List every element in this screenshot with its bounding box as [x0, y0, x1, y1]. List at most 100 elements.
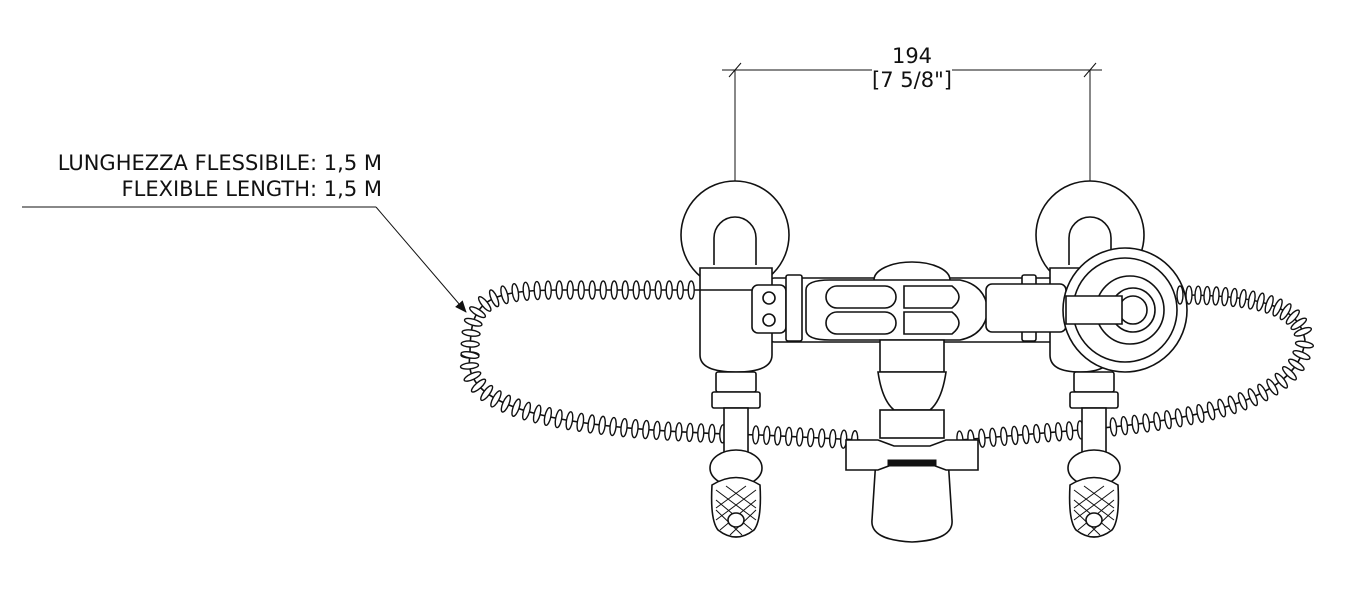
hose-rib — [610, 280, 618, 300]
hose-rib — [1206, 401, 1216, 421]
hose-rib — [1264, 295, 1274, 314]
callout-text-english: FLEXIBLE LENGTH: 1,5 M — [122, 177, 382, 201]
hose-rib — [763, 425, 771, 446]
hose-rib — [643, 280, 651, 300]
hose-rib — [1120, 416, 1129, 436]
hose-rib — [470, 378, 487, 393]
hose-rib — [1163, 410, 1172, 430]
hose-rib — [576, 412, 585, 432]
hose-rib — [1054, 422, 1063, 442]
hose-rib — [577, 280, 585, 300]
hose-rib — [554, 409, 563, 429]
hose-rib — [588, 280, 596, 300]
hose-rib — [1176, 285, 1184, 305]
central-spout — [871, 339, 953, 543]
hose-rib — [1065, 421, 1074, 441]
hose-rib — [1227, 395, 1237, 415]
hose-rib — [631, 418, 639, 439]
hose-rib — [1032, 423, 1041, 444]
dimension-tick-left — [728, 62, 742, 78]
dimension-tick-right — [1083, 62, 1097, 78]
hose-rib — [1011, 425, 1019, 446]
hose-rib — [1272, 298, 1283, 317]
hose-rib — [460, 340, 480, 348]
hose-rib — [1185, 406, 1194, 426]
hose-rib — [500, 394, 512, 413]
hose-rib — [543, 406, 553, 427]
hose-rib — [1194, 285, 1202, 305]
hose-rib — [555, 280, 563, 300]
hose-rib — [686, 422, 694, 443]
hose-rib — [1230, 287, 1238, 308]
hose-rib — [1257, 383, 1269, 402]
hose-rib — [817, 428, 826, 448]
hose-rib — [1221, 286, 1229, 307]
hose-rib — [463, 317, 483, 327]
diverter-handle — [845, 439, 979, 471]
callout-text-italian: LUNGHEZZA FLESSIBILE: 1,5 M — [58, 151, 382, 175]
hose-rib — [469, 306, 487, 319]
hose-rib — [477, 296, 492, 312]
hose-rib — [463, 371, 482, 382]
hose-rib — [1238, 288, 1247, 309]
hose-rib — [533, 280, 541, 301]
hose-rib — [665, 280, 673, 300]
hose-rib — [1287, 358, 1305, 372]
hose-rib — [1217, 398, 1227, 418]
hose-rib — [1274, 372, 1289, 389]
hose-rib — [1266, 378, 1279, 396]
hose-rib — [1293, 326, 1313, 337]
hose-rib — [795, 427, 804, 447]
hose-rib — [989, 427, 997, 447]
hose-rib — [774, 426, 782, 446]
hose-rib — [1043, 423, 1052, 443]
hose-rib — [1247, 290, 1256, 310]
hose-rib — [511, 282, 520, 303]
hose-rib — [459, 362, 480, 370]
hose-rib — [480, 384, 494, 402]
hose-rib — [1131, 414, 1140, 435]
hose-rib — [488, 289, 500, 308]
hose-rib — [587, 414, 596, 434]
right-tap — [1067, 371, 1121, 538]
hose-rib — [1196, 403, 1205, 423]
hose-rib — [752, 425, 760, 445]
right-tap-knurled-handle — [1068, 476, 1120, 538]
hose-rib — [1256, 292, 1265, 312]
hose-rib — [500, 285, 509, 305]
hose-rib — [1000, 426, 1008, 447]
hose-rib — [609, 416, 617, 437]
hose-rib — [461, 329, 481, 337]
left-tap — [709, 371, 763, 538]
hose-rib — [1292, 350, 1311, 361]
hose-rib — [620, 417, 628, 438]
hose-rib — [708, 423, 716, 444]
hose-rib — [532, 404, 542, 424]
hose-rib — [664, 421, 672, 441]
hose-rib — [522, 281, 531, 301]
hose-rib — [1021, 424, 1030, 445]
hose-rib — [544, 280, 552, 300]
hose-rib — [828, 428, 837, 449]
hose-rib — [460, 350, 480, 360]
hose-rib — [1185, 285, 1193, 305]
hose-rib — [654, 280, 662, 300]
hose-length-callout: LUNGHEZZA FLESSIBILE: 1,5 M FLEXIBLE LEN… — [22, 151, 467, 313]
callout-leader-arrow — [375, 206, 467, 313]
wall-flange-left — [680, 180, 790, 290]
hose-rib — [642, 419, 650, 440]
hand-shower — [805, 247, 1188, 373]
hose-rib — [806, 427, 815, 448]
hose-rib — [599, 280, 607, 300]
hose-rib — [653, 420, 661, 441]
hose-rib — [687, 280, 695, 300]
hose-rib — [1290, 317, 1308, 331]
hose-rib — [1247, 388, 1259, 407]
hose-rib — [785, 426, 793, 447]
hose-rib — [978, 428, 986, 448]
dimension-value-mm: 194 — [892, 44, 932, 68]
hose-rib — [697, 423, 705, 443]
hose-rib — [1142, 413, 1151, 433]
hose-rib — [1237, 392, 1248, 411]
